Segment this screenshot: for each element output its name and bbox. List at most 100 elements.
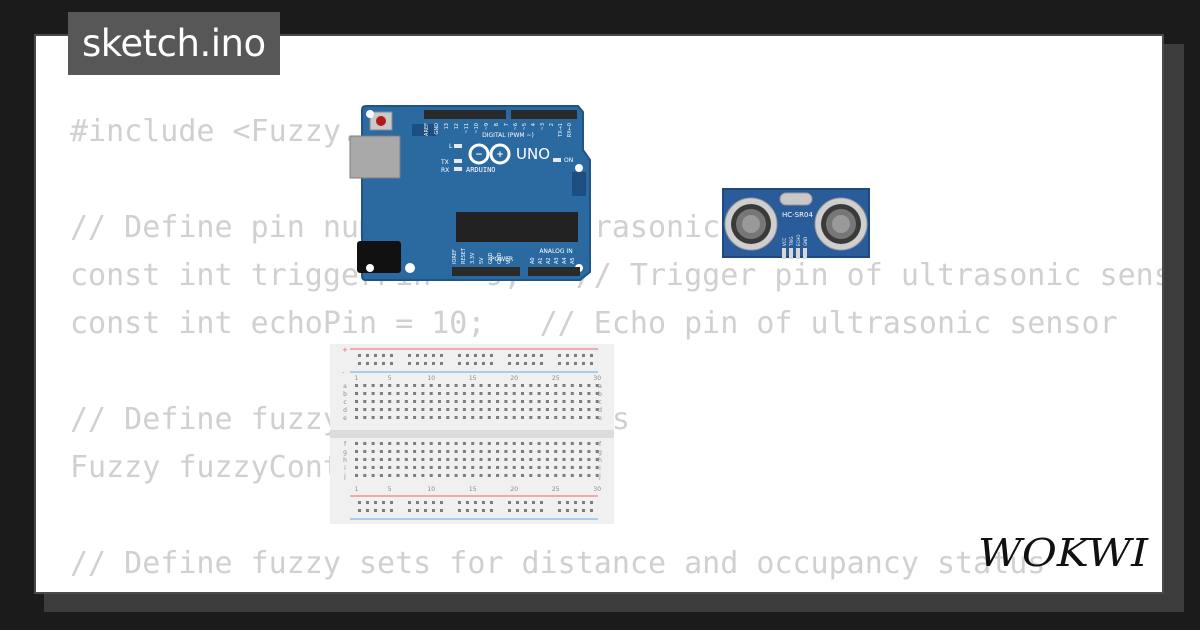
column-number: 1	[355, 486, 359, 493]
file-tab-title: sketch.ino	[82, 22, 266, 65]
power-analog-pin-label: A1	[538, 257, 544, 264]
board-brand: ARDUINO	[466, 166, 496, 174]
power-analog-pin-label: RESET	[461, 247, 467, 264]
microcontroller-chip	[456, 212, 578, 242]
digital-pin-label: 4	[531, 123, 537, 126]
file-tab[interactable]: sketch.ino	[68, 12, 280, 75]
power-analog-pin-label: A0	[530, 257, 536, 264]
row-letter: i	[599, 465, 601, 472]
code-line: FuzzySet* close = new FuzzySet(0, 0, 100…	[70, 588, 1162, 592]
code-line: // Define fuzzy sets for distance and oc…	[70, 546, 1046, 581]
code-line: Fuzzy fuzzyController;	[70, 450, 468, 485]
row-letter: f	[344, 441, 347, 448]
power-analog-pin-label: A4	[562, 257, 568, 264]
row-letter: a	[598, 383, 602, 390]
wokwi-logo-text: WOKWI	[978, 531, 1149, 575]
sensor-pin-label: GND	[803, 237, 808, 246]
sensor-pin-group	[782, 248, 807, 259]
digital-pin-label: 8	[494, 123, 500, 126]
row-letter: h	[343, 457, 347, 464]
on-led-label: ON	[564, 157, 573, 164]
column-number: 20	[510, 375, 518, 382]
row-letter: b	[598, 391, 602, 398]
digital-pin-label: ~9	[484, 123, 490, 130]
column-number: 20	[510, 486, 518, 493]
digital-pin-label: 12	[454, 123, 460, 129]
code-line: const int echoPin = 10; // Echo pin of u…	[70, 306, 1118, 341]
column-number: 10	[427, 375, 435, 382]
code-line	[70, 156, 1162, 204]
power-analog-pin-label: Vin	[506, 256, 512, 264]
power-analog-pin-label: A3	[554, 257, 560, 264]
board-model: UNO	[516, 145, 550, 163]
power-jack	[357, 241, 401, 273]
breadboard-holes	[355, 354, 599, 512]
sensor-pin-label: ECHO	[796, 235, 801, 246]
arduino-uno-board[interactable]: DIGITAL (PWM ~) L TX RX ON − + UNO ARDUI…	[348, 104, 592, 284]
code-line: // Define pin numbers for ultrasonic sen…	[70, 210, 847, 245]
row-letter: c	[598, 399, 601, 406]
digital-pin-label: ~10	[474, 123, 480, 134]
tx-led-label: TX	[440, 159, 449, 166]
code-line: const int triggerPin = 9; // Trigger pin…	[70, 258, 1164, 293]
rail-minus-label: -	[342, 369, 345, 377]
row-letter: h	[598, 457, 602, 464]
digital-header-left	[424, 110, 506, 119]
transducer-left-icon	[724, 197, 778, 251]
rail-plus-label: +	[342, 346, 348, 354]
analog-header	[528, 267, 580, 276]
column-number: 25	[552, 486, 560, 493]
power-analog-pin-label: 3.3V	[470, 252, 476, 264]
column-number: 15	[469, 375, 477, 382]
l-led-label: L	[449, 143, 453, 150]
row-letter: j	[598, 473, 601, 480]
arduino-logo-icon	[468, 143, 511, 165]
row-letter: b	[343, 391, 347, 398]
column-number: 10	[427, 486, 435, 493]
row-letter: a	[343, 383, 347, 390]
svg-text:−: −	[475, 150, 483, 160]
power-analog-pin-label: A2	[546, 257, 552, 264]
row-letter: d	[343, 407, 347, 414]
digital-pin-label: ~6	[513, 123, 519, 130]
column-number: 25	[552, 375, 560, 382]
digital-pin-label: 7	[504, 123, 510, 126]
power-label: POWER	[491, 256, 513, 263]
digital-pin-label: GND	[434, 123, 440, 135]
power-analog-pin-label: 5V	[479, 257, 485, 264]
digital-pin-label: ~3	[540, 123, 546, 130]
power-analog-pin-label: GND	[497, 252, 503, 264]
usb-connector	[349, 135, 401, 179]
digital-pin-label: ~11	[464, 123, 470, 134]
code-line: #include <Fuzzy.h>	[70, 114, 396, 149]
row-letter: d	[598, 407, 602, 414]
digital-pin-label: ~5	[522, 123, 528, 130]
column-number: 1	[355, 375, 359, 382]
power-analog-pin-label: GND	[488, 252, 494, 264]
column-number: 5	[388, 375, 392, 382]
row-letter: c	[343, 399, 346, 406]
digital-header-right	[511, 110, 577, 119]
analog-label: ANALOG IN	[539, 248, 572, 255]
sensor-model: HC-SR04	[782, 211, 813, 219]
crystal-oscillator	[779, 192, 813, 206]
row-letter: e	[598, 415, 602, 422]
row-letter: j	[343, 473, 346, 480]
digital-pin-label: 13	[444, 123, 450, 129]
column-number: 15	[469, 486, 477, 493]
digital-pin-label: AREF	[424, 123, 430, 136]
row-letter: i	[344, 465, 346, 472]
column-number: 30	[593, 375, 601, 382]
code-line: // Define fuzzy logic variables	[70, 402, 630, 437]
digital-pin-label: RX←0	[567, 123, 573, 137]
digital-pin-label: 2	[549, 123, 555, 126]
power-analog-pin-label: IOREF	[452, 249, 458, 264]
svg-text:+: +	[496, 150, 504, 160]
transducer-right-icon	[814, 197, 868, 251]
center-divider	[330, 430, 614, 438]
